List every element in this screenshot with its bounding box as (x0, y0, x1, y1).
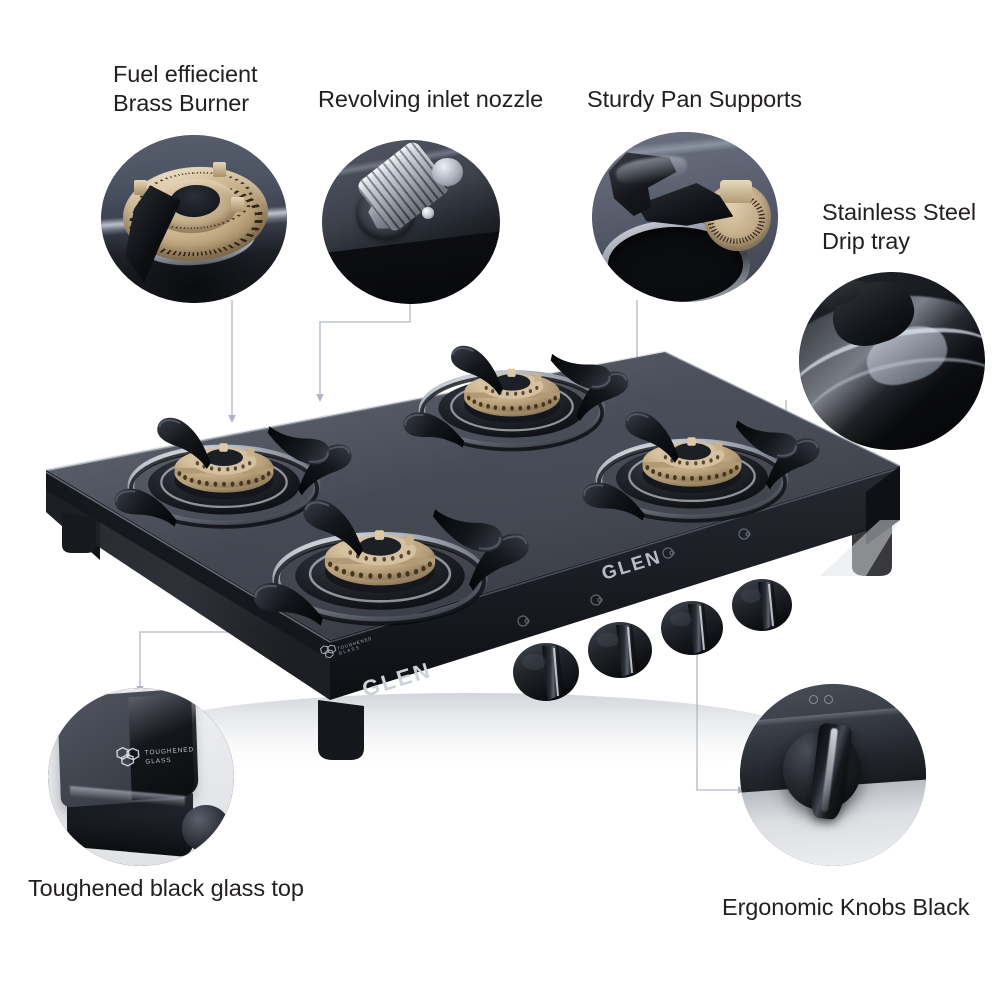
toughened-glass-logo-icon (115, 747, 140, 767)
callout-label-inlet-nozzle: Revolving inlet nozzle (318, 86, 544, 112)
stove-knob-1[interactable] (513, 643, 579, 701)
callout-label-brass-burner: Fuel effiecient Brass Burner (113, 61, 258, 116)
callout-image-brass-burner (101, 135, 287, 303)
callout-label-drip-tray: Stainless Steel Drip tray (822, 199, 976, 254)
callout-image-knobs (740, 684, 926, 866)
callout-label-pan-supports: Sturdy Pan Supports (587, 86, 802, 112)
callout-image-pan-supports (592, 132, 778, 302)
svg-text:GLASS: GLASS (338, 644, 361, 655)
stove-knob-4[interactable] (732, 579, 792, 631)
callout-label-glass-top: Toughened black glass top (28, 875, 304, 901)
callout-image-glass-top: TOUGHENED GLASS (48, 688, 234, 866)
callout-image-inlet-nozzle (322, 140, 500, 304)
toughened-glass-logo-text: TOUGHENED GLASS (144, 746, 195, 766)
stove-knob-3[interactable] (661, 601, 723, 655)
stove-knob-2[interactable] (588, 622, 652, 678)
callout-label-knobs: Ergonomic Knobs Black (722, 894, 970, 920)
callout-image-drip-tray (799, 272, 985, 450)
